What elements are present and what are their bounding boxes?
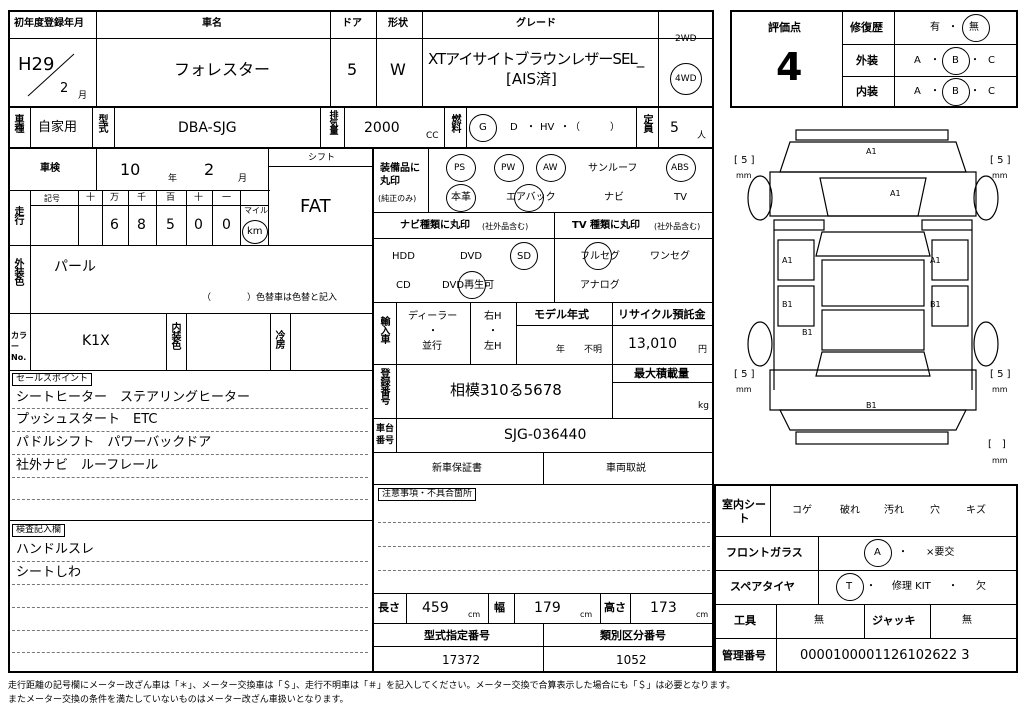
fuel-g: G [479, 122, 487, 133]
control-number: 0000100001126102622 3 [800, 648, 970, 663]
sales-label: セールスポイント [12, 373, 93, 386]
tv-fullseg: フルセグ [580, 251, 620, 262]
exterior-color: パール [54, 259, 96, 275]
navi-sd: SD [517, 251, 532, 262]
height: 173 [650, 600, 677, 616]
shift-type: FAT [300, 196, 331, 217]
spare-t: T [846, 581, 853, 592]
drive-4wd: 4WD [675, 74, 697, 84]
class-no: 1052 [616, 653, 647, 667]
km-circle [242, 220, 268, 244]
first-reg-label: 初年度登録年月 [14, 18, 84, 29]
equip-sunroof: サンルーフ [588, 163, 638, 174]
grade-line1: XTアイサイトブラウンレザーSEL_ [428, 50, 644, 68]
equip-tv: TV [674, 192, 687, 203]
length: 459 [422, 600, 449, 616]
capacity: 5 [670, 120, 679, 136]
registration-number: 相模310る5678 [450, 381, 562, 399]
repair-none: 無 [969, 22, 979, 33]
fuel-g-circle [469, 114, 497, 142]
width: 179 [534, 600, 561, 616]
interior-check-box [714, 484, 1018, 673]
car-name: フォレスター [174, 60, 271, 79]
drive-2wd: 2WD [675, 34, 697, 44]
recycle-fee: 13,010 [628, 336, 677, 352]
drive-4wd-circle [670, 63, 702, 95]
check-line-2: シートしわ [16, 565, 82, 580]
navi-dvd-play: DVD再生可 [442, 280, 495, 291]
inspection-year: 10 [120, 160, 141, 179]
equip-leather: 本革 [451, 192, 471, 203]
tv-oneseg: ワンセグ [650, 251, 690, 262]
sales-line-4: 社外ナビ ルーフレール [16, 458, 159, 473]
warranty: 新車保証書 [432, 463, 482, 474]
door-count: 5 [347, 60, 358, 79]
sales-line-1: シートヒーター ステアリングヒーター [16, 390, 251, 405]
navi-hdd: HDD [392, 251, 415, 262]
displacement: 2000 [364, 120, 400, 136]
chassis-number: SJG-036440 [504, 427, 587, 443]
footer-line-2: またメーター交換の条件を満たしていないものはメーター改ざん車扱いとなります。 [8, 695, 349, 705]
color-no: K1X [82, 333, 110, 349]
first-reg-month: 2 [60, 81, 69, 96]
sales-line-2: プッシュスタート ETC [16, 412, 158, 427]
equip-pw: PW [501, 163, 516, 173]
windshield-a: A [874, 547, 881, 558]
car-damage-diagram [747, 129, 999, 445]
body-shape: W [390, 60, 406, 79]
grade-line2: [AIS済] [506, 70, 557, 88]
first-reg-year: H29 [18, 54, 55, 75]
check-line-1: ハンドルスレ [16, 542, 95, 557]
equip-airbag: エアバック [506, 192, 556, 203]
equip-ps: PS [454, 163, 466, 173]
navi-cd: CD [396, 280, 411, 291]
footer-line-1: 走行距離の記号欄にメーター改ざん車は「＊」、メーター交換車は「＄」、走行不明車は… [8, 681, 736, 691]
equip-navi: ナビ [604, 192, 624, 203]
eval-box [730, 10, 1018, 108]
date-slash [27, 53, 75, 97]
manual: 車両取説 [606, 463, 646, 474]
equip-abs: ABS [671, 163, 689, 173]
exterior-grade: B [952, 55, 959, 66]
type-no: 17372 [442, 653, 481, 667]
sales-line-3: パドルシフト パワーバックドア [16, 435, 212, 450]
model-code: DBA-SJG [178, 120, 237, 136]
tv-analog: アナログ [580, 280, 620, 291]
inspection-month: 2 [204, 160, 215, 179]
main-sheet [8, 10, 714, 673]
usage: 自家用 [38, 120, 78, 135]
color-no-label: カラーNo. [11, 331, 27, 363]
eval-score: 4 [776, 45, 803, 89]
check-label: 検査記入欄 [12, 524, 66, 537]
equip-aw: AW [543, 163, 558, 173]
interior-grade: B [952, 86, 959, 97]
km-unit: km [247, 226, 263, 237]
navi-dvd: DVD [460, 251, 483, 262]
